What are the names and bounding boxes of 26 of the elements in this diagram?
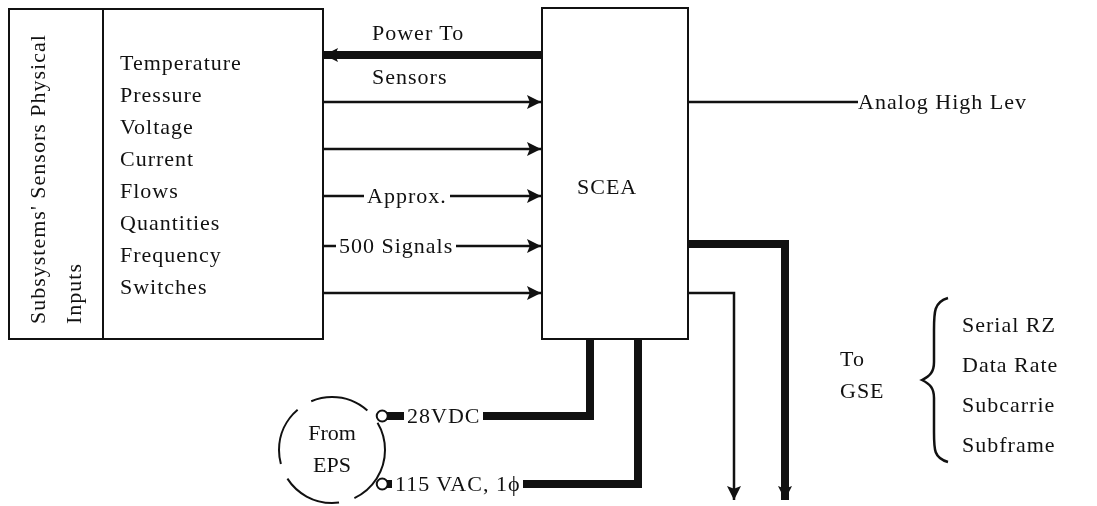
panel-title: Subsystems' Sensors Physical Inputs	[24, 33, 87, 324]
signal-name: Quantities	[120, 212, 221, 234]
signal-type-label: Serial RZ	[962, 311, 1056, 339]
arrow	[324, 142, 541, 156]
thick-connector	[324, 48, 541, 62]
process-box	[541, 7, 689, 340]
source-label: From EPS	[307, 419, 357, 479]
signal-name: Pressure	[120, 84, 203, 106]
output-label: Analog High Lev	[858, 88, 1097, 116]
signal-name: Flows	[120, 180, 179, 202]
signal-name: Switches	[120, 276, 208, 298]
signal-name: Voltage	[120, 116, 194, 138]
signal-type-label: Subcarrie	[962, 391, 1056, 419]
signal-type-label: Subframe	[962, 431, 1056, 459]
arrow	[689, 291, 741, 500]
signal-list-box	[102, 8, 324, 340]
edge-label: Power To Sensors	[372, 19, 466, 91]
target-label: To GSE	[840, 345, 886, 405]
arrow	[324, 95, 541, 109]
signal-type-label: Data Rate	[962, 351, 1059, 379]
signal-name: Frequency	[120, 244, 222, 266]
title-panel	[8, 8, 104, 340]
signal-name: Temperature	[120, 52, 242, 74]
arrow	[324, 286, 541, 300]
box-label: SCEA	[577, 176, 638, 198]
signal-name: Current	[120, 148, 195, 170]
